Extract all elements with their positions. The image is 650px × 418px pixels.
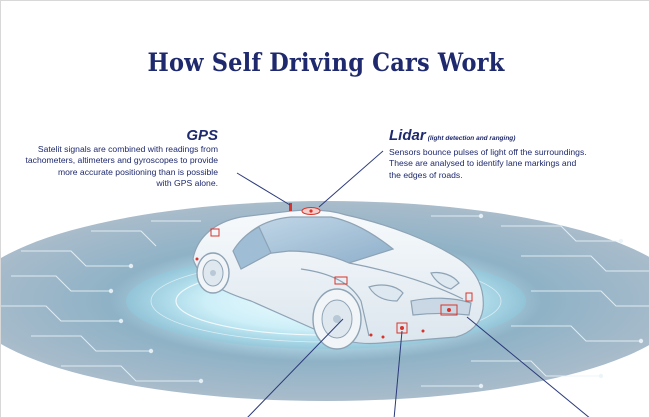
circuit-traces: [1, 215, 649, 387]
lidar-leader: [318, 150, 384, 208]
gps-heading: GPS: [186, 127, 218, 144]
front-wheel: [312, 288, 362, 350]
leader-lines: [236, 150, 590, 417]
bottom-leader-left: [247, 318, 344, 417]
lidar-line: Sensors bounce pulses of light off the s…: [389, 147, 587, 157]
bottom-leader-right: [466, 316, 590, 417]
lidar-callout: Lidar(light detection and ranging) Senso…: [389, 128, 629, 181]
lidar-description: Sensors bounce pulses of light off the s…: [389, 147, 629, 181]
rear-wheel: [196, 252, 230, 294]
lidar-subheading: (light detection and ranging): [427, 135, 516, 142]
gps-leader: [236, 172, 291, 206]
lidar-heading-row: Lidar(light detection and ranging): [389, 128, 629, 147]
gps-line: tachometers, altimeters and gyroscopes t…: [25, 155, 219, 166]
gps-description: Satelit signals are combined with readin…: [18, 144, 219, 190]
lidar-line: the edges of roads.: [389, 169, 463, 180]
circuit-nodes: [108, 213, 644, 389]
gps-callout: GPS Satelit signals are combined with re…: [18, 127, 219, 190]
page-title: How Self Driving Cars Work: [147, 48, 505, 77]
lidar-line: These are analysed to identify lane mark…: [389, 158, 577, 169]
lidar-heading: Lidar: [389, 127, 426, 144]
gps-line: with GPS alone.: [156, 178, 218, 189]
bottom-leader-mid: [393, 330, 403, 417]
gps-line: Satelit signals are combined with readin…: [37, 144, 218, 154]
gps-antenna: [289, 203, 292, 211]
gps-line: more accurate positioning than is possib…: [57, 166, 218, 177]
